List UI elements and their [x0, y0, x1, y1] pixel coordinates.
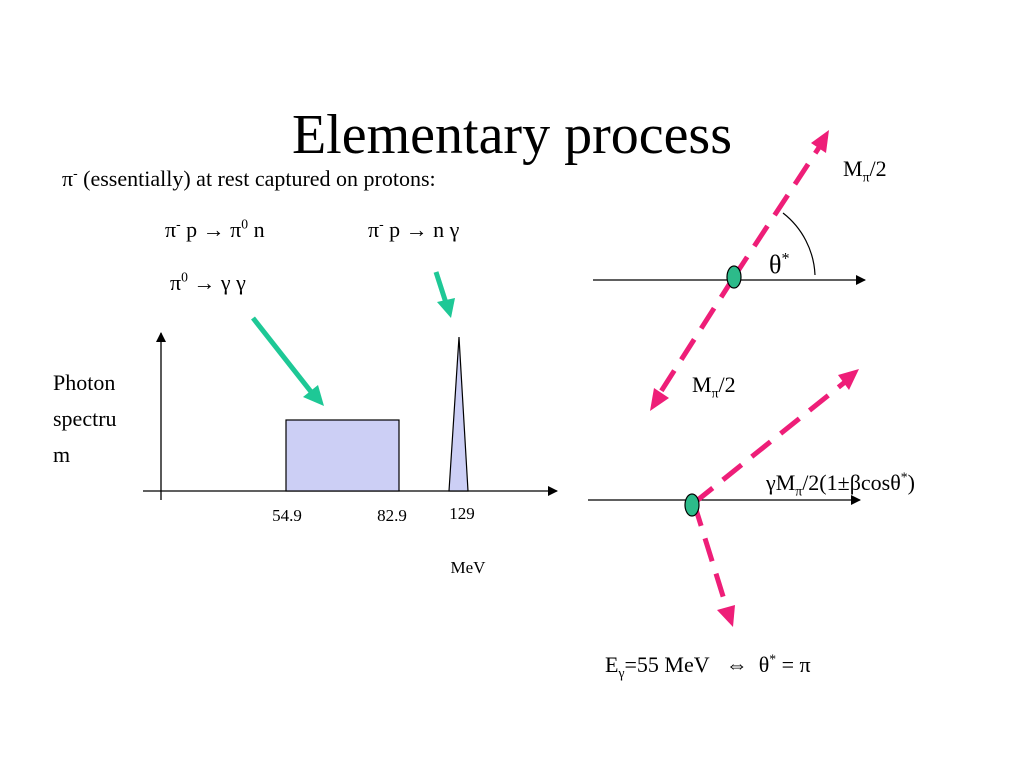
teal-arrow-gamma-shaft	[433, 271, 449, 304]
vertex-top	[726, 265, 742, 289]
unit-mev: MeV	[451, 558, 487, 577]
pi0-momentum-down-head	[650, 388, 669, 411]
pi0-momentum-up-head	[811, 130, 829, 153]
zero-superscript: 0	[181, 269, 188, 285]
reaction-mid: p → π	[180, 217, 242, 242]
gamma-momentum-backward	[691, 502, 730, 610]
teal-arrow-pi0-shaft	[251, 316, 314, 395]
zero-superscript: 0	[241, 216, 249, 232]
label-energy-condition: Eγ=55 MeV ⇔ θ* = π	[605, 651, 811, 681]
reaction-charge-exchange: π- p → π0 n	[165, 217, 265, 243]
charge-superscript: -	[379, 216, 384, 232]
pi-symbol: π	[165, 217, 177, 242]
teal-arrow-pi0-head	[303, 385, 324, 406]
subtitle: π- (essentially) at rest captured on pro…	[62, 166, 436, 192]
label-theta-star: θ*	[769, 250, 790, 279]
gamma-momentum-backward-head	[717, 605, 735, 627]
reaction-end: → γ γ	[187, 270, 246, 295]
ylabel-line: m	[53, 442, 71, 467]
reaction-end: n	[248, 217, 265, 242]
tick-129: 129	[449, 504, 475, 523]
ylabel-line: Photon	[53, 370, 116, 395]
tick-82-9: 82.9	[377, 506, 407, 525]
reaction-end: p → n γ	[383, 217, 460, 242]
gamma-peak	[448, 336, 469, 492]
slide-title: Elementary process	[291, 104, 733, 166]
ylabel-line: spectru	[53, 406, 117, 431]
theta-angle-arc	[782, 212, 816, 276]
label-mpi-half-lower: Mπ/2	[692, 372, 736, 401]
spectrum-ylabel: Photon spectru m	[53, 365, 117, 473]
pi-symbol: π	[368, 217, 380, 242]
charge-superscript: -	[73, 165, 78, 181]
tick-54-9: 54.9	[272, 506, 302, 525]
pi0-momentum-up	[731, 144, 823, 279]
pi-symbol: π	[62, 166, 74, 191]
charge-superscript: -	[176, 216, 181, 232]
pi-symbol: π	[170, 270, 182, 295]
pi0-box-spectrum	[285, 419, 400, 492]
gamma-momentum-forward-head	[838, 369, 859, 390]
label-mpi-half-upper: Mπ/2	[843, 156, 887, 185]
reaction-radiative-capture: π- p → n γ	[368, 217, 459, 243]
vertex-bottom	[684, 493, 700, 517]
subtitle-text: (essentially) at rest captured on proton…	[77, 166, 436, 191]
pi0-momentum-down	[657, 275, 737, 395]
teal-arrow-gamma-head	[437, 298, 455, 318]
gamma-momentum-forward	[692, 380, 847, 505]
label-gamma-energy: γMπ/2(1±βcosθ*)	[766, 469, 915, 499]
reaction-pi0-decay: π0 → γ γ	[170, 270, 246, 296]
